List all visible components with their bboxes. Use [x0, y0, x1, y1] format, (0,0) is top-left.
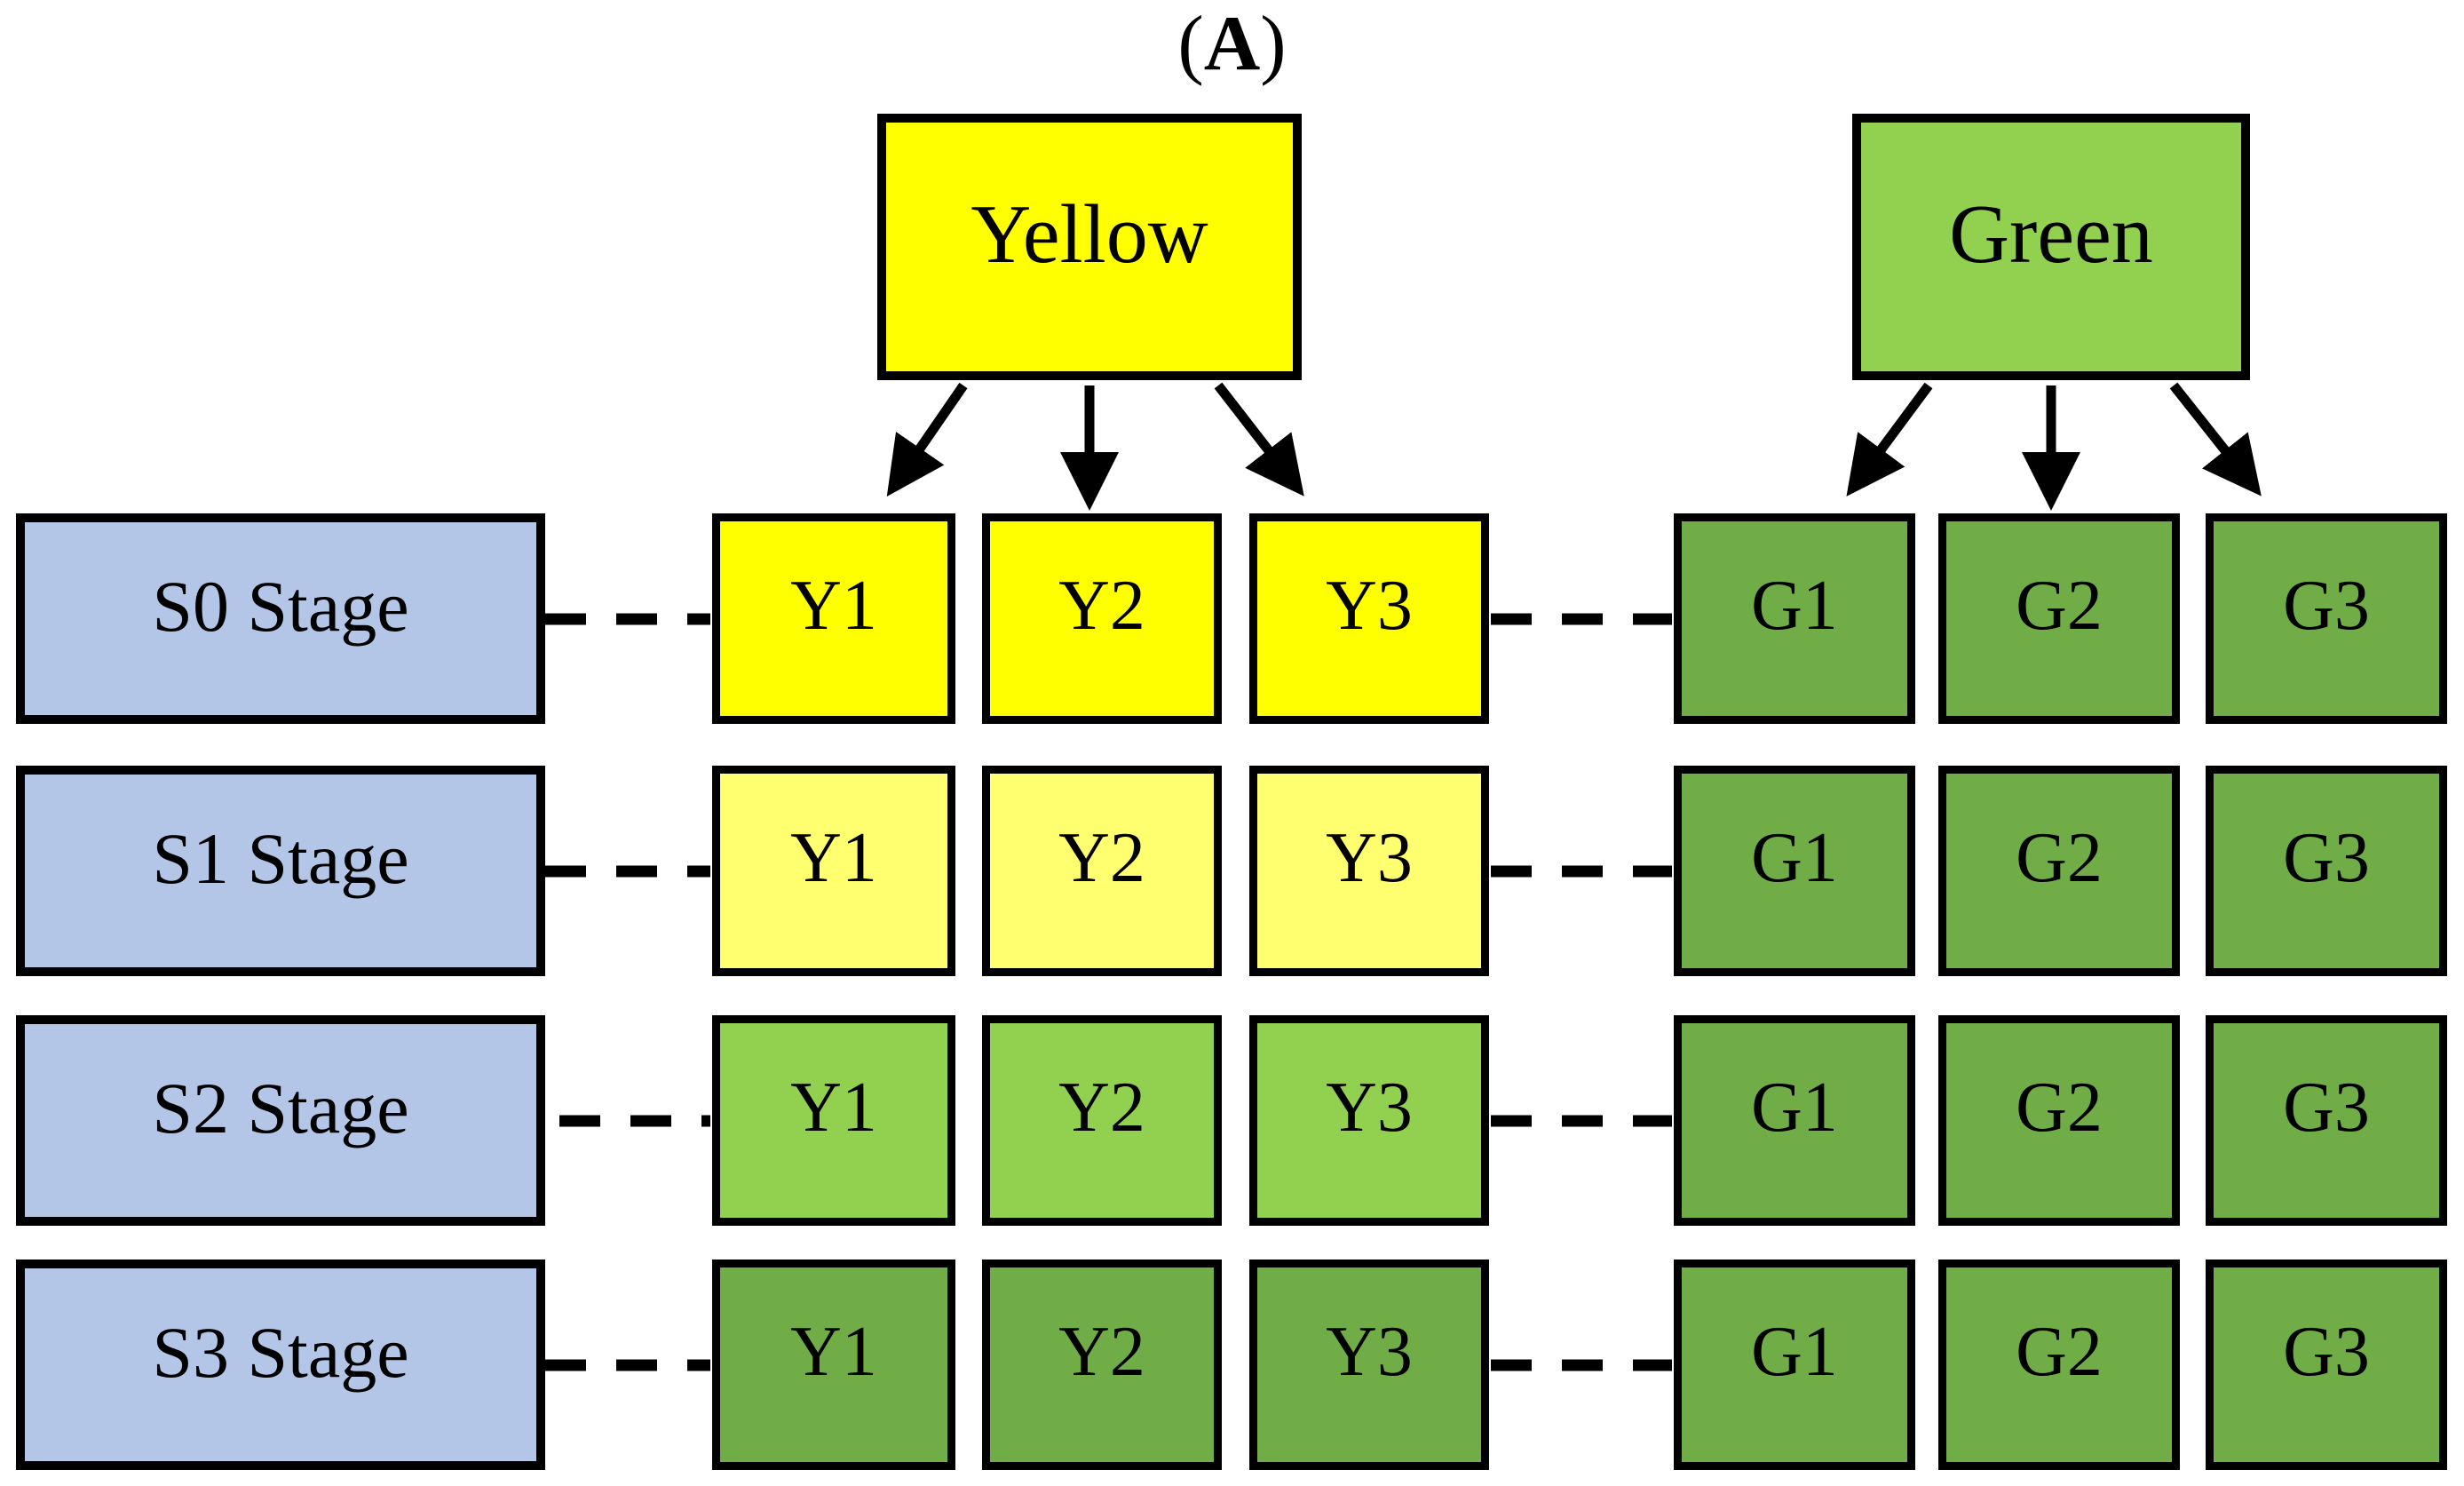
cell-s1-g1: G1 — [1674, 766, 1915, 976]
stage-label-s0: S0 Stage — [152, 565, 409, 647]
cell-label-s2-y1: Y1 — [790, 1069, 877, 1147]
cell-label-s0-y1: Y1 — [790, 567, 877, 645]
cell-s2-y3: Y3 — [1249, 1015, 1489, 1226]
cell-label-s0-y2: Y2 — [1058, 567, 1145, 645]
arrow-green-to-g1 — [1846, 382, 1933, 497]
yellow-parent-box: Yellow — [877, 114, 1302, 380]
cell-s0-y3: Y3 — [1249, 513, 1489, 724]
cell-s0-y1: Y1 — [712, 513, 955, 724]
cell-label-s3-g1: G1 — [1751, 1313, 1838, 1391]
cell-s1-y1: Y1 — [712, 766, 955, 976]
stage-label-s1: S1 Stage — [152, 817, 409, 899]
cell-label-s2-y3: Y3 — [1326, 1069, 1413, 1147]
cell-label-s2-g3: G3 — [2283, 1069, 2370, 1147]
stage-box-s2: S2 Stage — [16, 1015, 545, 1226]
cell-s3-y2: Y2 — [982, 1260, 1222, 1470]
cell-s2-y2: Y2 — [982, 1015, 1222, 1226]
stage-box-s0: S0 Stage — [16, 513, 545, 724]
cell-label-s0-g3: G3 — [2283, 567, 2370, 645]
cell-s3-y3: Y3 — [1249, 1260, 1489, 1470]
cell-label-s0-g1: G1 — [1751, 567, 1838, 645]
yellow-parent-label: Yellow — [971, 188, 1208, 281]
cell-s2-g1: G1 — [1674, 1015, 1915, 1226]
panel-label-letter: A — [1203, 1, 1261, 87]
cell-label-s3-y1: Y1 — [790, 1313, 877, 1391]
cell-s3-g1: G1 — [1674, 1260, 1915, 1470]
cell-label-s1-g2: G2 — [2016, 819, 2103, 897]
panel-label-close-paren: ) — [1260, 1, 1287, 87]
cell-s2-g3: G3 — [2206, 1015, 2447, 1226]
cell-label-s1-g3: G3 — [2283, 819, 2370, 897]
cell-s0-g1: G1 — [1674, 513, 1915, 724]
cell-label-s0-g2: G2 — [2016, 567, 2103, 645]
cell-label-s2-g2: G2 — [2016, 1069, 2103, 1147]
green-parent-box: Green — [1852, 114, 2250, 380]
cell-s0-y2: Y2 — [982, 513, 1222, 724]
cell-s1-g3: G3 — [2206, 766, 2447, 976]
stage-box-s1: S1 Stage — [16, 766, 545, 976]
panel-label-open-paren: ( — [1177, 1, 1204, 87]
arrow-yellow-to-y3 — [1214, 382, 1304, 497]
cell-label-s1-g1: G1 — [1751, 819, 1838, 897]
cell-s2-g2: G2 — [1938, 1015, 2180, 1226]
cell-label-s3-y2: Y2 — [1058, 1313, 1145, 1391]
stage-label-s3: S3 Stage — [152, 1311, 409, 1393]
cell-s3-g3: G3 — [2206, 1260, 2447, 1470]
cell-label-s1-y2: Y2 — [1058, 819, 1145, 897]
stage-label-s2: S2 Stage — [152, 1067, 409, 1148]
cell-label-s2-y2: Y2 — [1058, 1069, 1145, 1147]
cell-label-s1-y1: Y1 — [790, 819, 877, 897]
cell-label-s3-g3: G3 — [2283, 1313, 2370, 1391]
cell-s1-y2: Y2 — [982, 766, 1222, 976]
cell-label-s3-y3: Y3 — [1326, 1313, 1413, 1391]
cell-label-s3-g2: G2 — [2016, 1313, 2103, 1391]
stage-box-s3: S3 Stage — [16, 1260, 545, 1470]
cell-s1-g2: G2 — [1938, 766, 2180, 976]
cell-s3-y1: Y1 — [712, 1260, 955, 1470]
cell-s2-y1: Y1 — [712, 1015, 955, 1226]
green-parent-label: Green — [1949, 188, 2153, 281]
panel-label: (A) — [0, 1, 2464, 87]
cell-s3-g2: G2 — [1938, 1260, 2180, 1470]
cell-label-s0-y3: Y3 — [1326, 567, 1413, 645]
arrow-green-to-g3 — [2169, 382, 2262, 497]
cell-s0-g2: G2 — [1938, 513, 2180, 724]
arrow-yellow-to-y1 — [886, 382, 968, 497]
cell-s1-y3: Y3 — [1249, 766, 1489, 976]
cell-label-s2-g1: G1 — [1751, 1069, 1838, 1147]
cell-s0-g3: G3 — [2206, 513, 2447, 724]
cell-label-s1-y3: Y3 — [1326, 819, 1413, 897]
